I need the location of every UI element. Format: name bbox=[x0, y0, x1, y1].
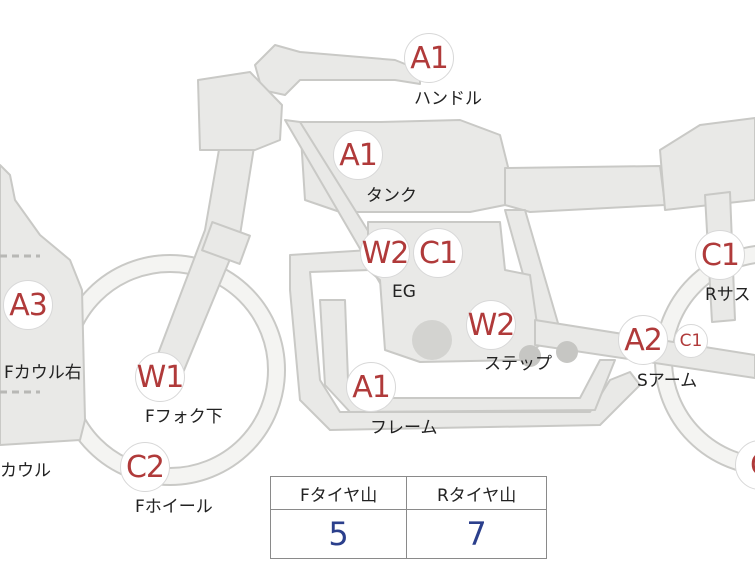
marker-sarm-a2: A2 bbox=[618, 315, 668, 365]
rear-tire-value: 7 bbox=[406, 509, 547, 559]
headlight bbox=[197, 71, 283, 151]
label-tank: タンク bbox=[366, 186, 417, 206]
tire-tread-table: Fタイヤ山 Rタイヤ山 5 7 bbox=[269, 476, 547, 559]
marker-step: W2 bbox=[466, 300, 516, 350]
marker-sarm-c1: C1 bbox=[674, 324, 708, 358]
label-frame: フレーム bbox=[370, 418, 438, 438]
label-sarm: Sアーム bbox=[637, 371, 698, 391]
tire-table-header-row: Fタイヤ山 Rタイヤ山 bbox=[269, 476, 547, 510]
front-tire-header: Fタイヤ山 bbox=[269, 476, 408, 510]
engine-cover bbox=[412, 320, 452, 360]
marker-fork: W1 bbox=[135, 352, 185, 402]
tail-cowl bbox=[659, 117, 755, 211]
marker-engine-w2: W2 bbox=[360, 228, 410, 278]
label-handle: ハンドル bbox=[414, 89, 482, 109]
marker-frame: A1 bbox=[346, 362, 396, 412]
label-rsus: Rサス bbox=[705, 285, 751, 305]
marker-rsus: C1 bbox=[695, 230, 745, 280]
label-cowl-right: Fカウル右 bbox=[4, 363, 82, 383]
label-fork: Fフォク下 bbox=[145, 407, 223, 427]
frame-down-tube bbox=[289, 249, 641, 431]
seat bbox=[504, 165, 666, 213]
marker-handle: A1 bbox=[404, 33, 454, 83]
marker-tank: A1 bbox=[333, 130, 383, 180]
marker-engine-c1: C1 bbox=[413, 228, 463, 278]
fork-clamp bbox=[201, 221, 251, 265]
marker-wheel: C2 bbox=[120, 442, 170, 492]
handlebar bbox=[254, 44, 421, 96]
marker-cowl-right: A3 bbox=[3, 280, 53, 330]
tire-table-value-row: 5 7 bbox=[269, 509, 547, 559]
label-step: ステップ bbox=[484, 354, 552, 374]
label-wheel: Fホイール bbox=[135, 497, 213, 517]
step-peg-1 bbox=[519, 345, 541, 367]
front-tire-value: 5 bbox=[269, 509, 408, 559]
label-cowl: カウル bbox=[0, 461, 51, 481]
step-peg-2 bbox=[556, 341, 578, 363]
label-engine: EG bbox=[392, 282, 416, 302]
rear-tire-header: Rタイヤ山 bbox=[406, 476, 547, 510]
